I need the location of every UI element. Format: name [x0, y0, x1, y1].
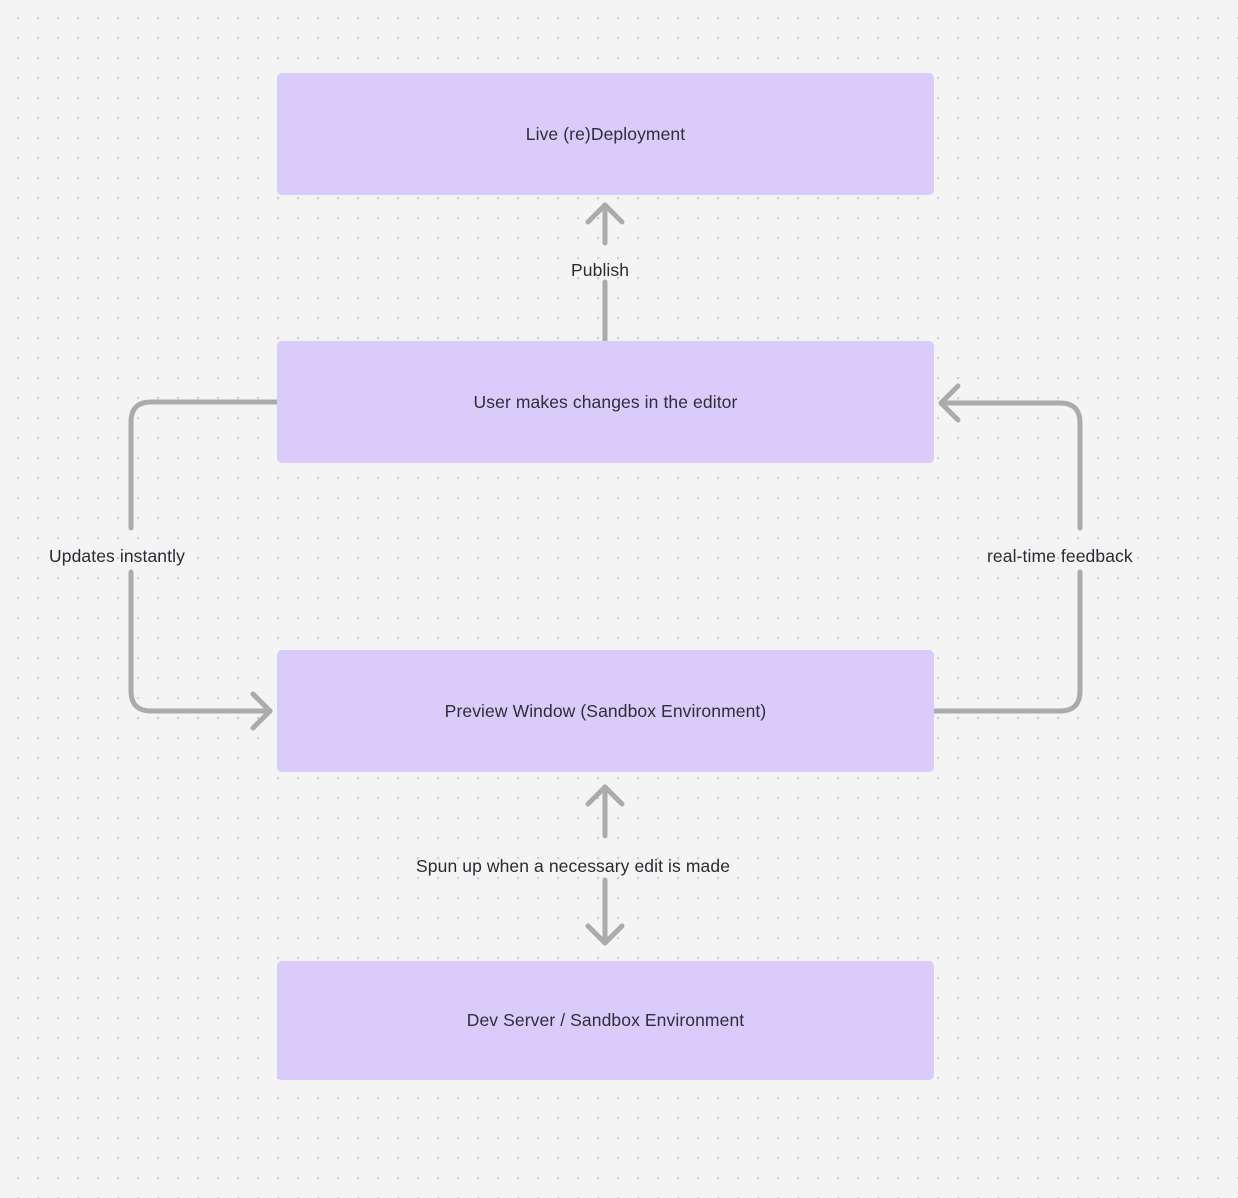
- node-preview-window[interactable]: Preview Window (Sandbox Environment): [277, 650, 934, 772]
- edge-label-updates-instantly: Updates instantly: [49, 546, 185, 566]
- node-preview-window-label: Preview Window (Sandbox Environment): [444, 700, 767, 721]
- node-user-edits-label: User makes changes in the editor: [473, 391, 738, 412]
- node-user-edits[interactable]: User makes changes in the editor: [277, 341, 934, 463]
- edge-label-publish: Publish: [571, 260, 630, 280]
- node-live-deployment-label: Live (re)Deployment: [525, 123, 686, 144]
- node-live-deployment[interactable]: Live (re)Deployment: [277, 73, 934, 195]
- node-dev-server[interactable]: Dev Server / Sandbox Environment: [277, 961, 934, 1080]
- node-dev-server-label: Dev Server / Sandbox Environment: [466, 1010, 745, 1031]
- edge-label-spun-up: Spun up when a necessary edit is made: [416, 856, 731, 876]
- edge-label-real-time-feedback: real-time feedback: [987, 546, 1133, 566]
